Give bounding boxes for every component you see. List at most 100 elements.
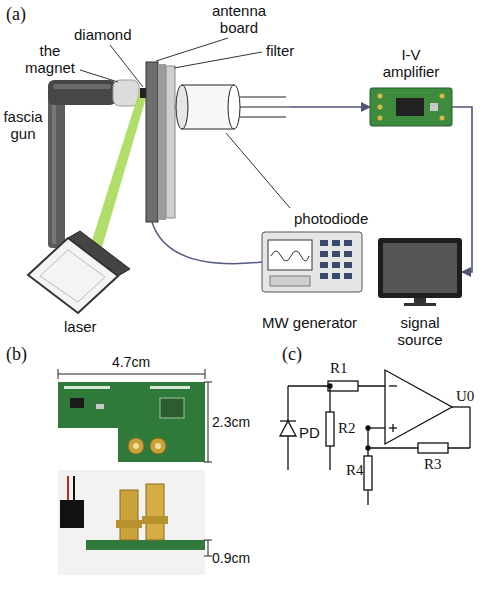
node-label: I-V amplifier — [375, 46, 447, 80]
mw-generator — [344, 262, 352, 268]
iv-amplifier-board — [370, 88, 452, 126]
dimension-lines — [205, 369, 206, 379]
pcb-photo-top — [150, 438, 166, 454]
dimension-lines — [208, 382, 209, 462]
mw-generator — [332, 240, 340, 246]
pcb-photo-side — [142, 516, 168, 524]
mw-cable — [152, 222, 262, 264]
leader-lines — [156, 38, 228, 61]
antenna-board — [158, 64, 166, 220]
mw-generator — [332, 273, 340, 279]
mw-generator — [344, 240, 352, 246]
pcb-photo-top — [155, 443, 161, 449]
photodiode-cylinder — [176, 85, 290, 129]
amplifier-node: I-V amplifier — [370, 88, 452, 126]
dimension-label: 2.3cm — [212, 414, 250, 430]
part-label: the magnet — [20, 42, 80, 76]
dimension-lines — [204, 462, 212, 463]
amplifier-circuit — [418, 443, 448, 453]
laser — [28, 238, 118, 313]
pcb-photo-side — [116, 520, 142, 528]
node-label: photodiode — [294, 210, 368, 227]
component-label: PD — [299, 424, 320, 441]
amplifier-circuit — [364, 456, 372, 490]
pcb-photo-side — [86, 540, 205, 550]
photodiode-cylinder — [182, 85, 234, 129]
leader-lines — [226, 133, 290, 208]
iv-amplifier-board — [378, 94, 383, 99]
pcb-photo-top — [64, 386, 110, 389]
dimension-lines — [204, 556, 212, 557]
amplifier-circuit — [280, 420, 296, 421]
fascia-gun — [52, 102, 56, 244]
mw-cable — [152, 222, 262, 264]
magnet — [113, 80, 139, 106]
monitor — [404, 303, 436, 306]
amplifier-circuit — [452, 406, 470, 407]
dimension-label: 4.7cm — [112, 354, 150, 370]
pcb-photo-top — [70, 398, 84, 408]
mw-generator — [271, 251, 309, 261]
signal-label: U0 — [456, 388, 474, 405]
photodiode-cylinder — [240, 116, 286, 117]
leader-lines — [80, 70, 118, 82]
part-label: laser — [64, 318, 97, 335]
mw-generator — [262, 232, 362, 292]
amplifier-circuit — [366, 446, 370, 450]
mw-generator — [320, 240, 328, 246]
panel-letter: (c) — [282, 344, 302, 364]
monitor — [414, 298, 426, 303]
pcb-photo-side — [58, 470, 205, 575]
part-label: fascia gun — [0, 108, 46, 142]
pcb-photo-side — [146, 484, 164, 540]
laser — [40, 250, 105, 302]
amplifier-circuit — [328, 381, 358, 391]
dimension-label: 0.9cm — [212, 550, 250, 566]
mw-generator — [268, 240, 312, 270]
component-label: R4 — [346, 462, 364, 479]
component-label: R2 — [338, 420, 356, 437]
photodiode-cylinder — [240, 106, 290, 107]
amplifier-circuit — [385, 370, 452, 444]
part-label: filter — [266, 42, 294, 59]
iv-amplifier-board — [378, 105, 383, 110]
pcb-photo-top — [128, 438, 144, 454]
mw-generator — [270, 276, 310, 286]
mw-generator — [320, 262, 328, 268]
mw-generator — [262, 232, 362, 292]
mw-generator — [320, 251, 328, 257]
leader-lines — [174, 52, 262, 68]
pcb-photo-top — [133, 443, 139, 449]
monitor — [378, 238, 462, 298]
laser-beam — [88, 92, 146, 261]
pcb-photo-top — [58, 382, 205, 462]
pcb-photo-side — [73, 476, 75, 500]
component-label: R1 — [330, 360, 348, 377]
amplifier-circuit — [469, 407, 470, 448]
signal-arrow — [452, 107, 472, 272]
pcb-photo-top — [150, 386, 190, 389]
node-label: MW generator — [262, 314, 357, 331]
pcb-photo-side — [60, 500, 84, 528]
monitor — [378, 238, 462, 306]
fascia-gun — [48, 98, 65, 248]
amplifier-circuit — [326, 412, 334, 446]
node-label: signal source — [385, 314, 455, 348]
laser-beam — [88, 92, 146, 261]
iv-amplifier-board — [430, 103, 438, 111]
iv-amplifier-board — [396, 98, 424, 116]
iv-amplifier-board — [440, 116, 445, 121]
panel-letter: (a) — [6, 4, 26, 24]
pcb-photo-side — [67, 476, 69, 500]
photodiode-cylinder — [240, 96, 286, 97]
iv-amplifier-board — [370, 88, 452, 126]
antenna-board — [146, 62, 175, 222]
diamond — [140, 88, 146, 98]
pcb-photo-side — [58, 470, 205, 575]
fascia-gun — [53, 84, 111, 89]
part-label: antenna board — [208, 2, 270, 36]
dimension-lines — [208, 540, 209, 556]
iv-amplifier-board — [440, 94, 445, 99]
amplifier-circuit — [389, 385, 397, 386]
